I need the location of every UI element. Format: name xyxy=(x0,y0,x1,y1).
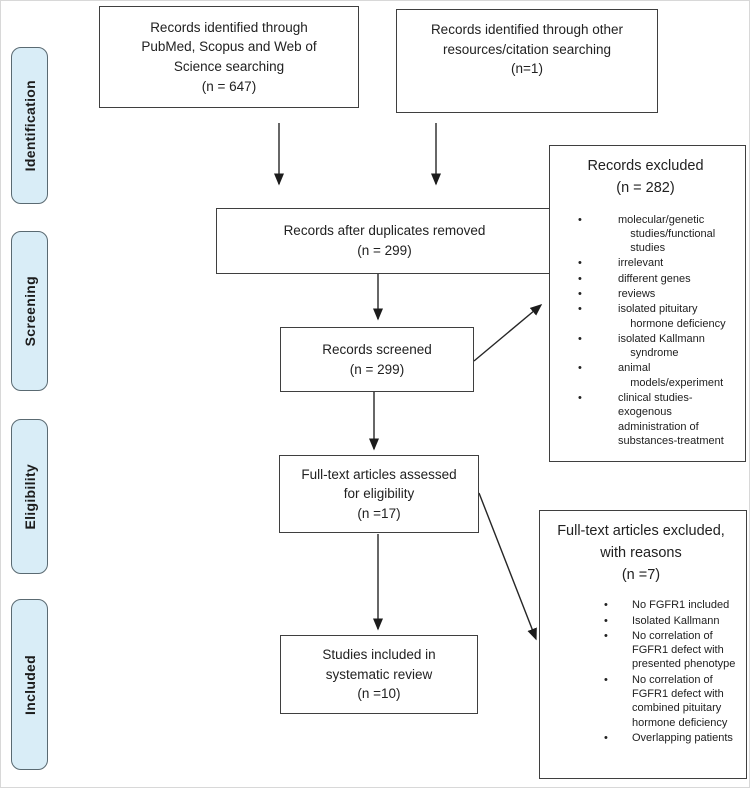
bullet-icon: • xyxy=(578,287,582,300)
list-item: •No correlation of FGFR1 defect with pre… xyxy=(600,629,738,672)
bullet-icon: • xyxy=(604,599,608,612)
box-records-identified-other: Records identified through other resourc… xyxy=(396,9,658,113)
list-item: •isolated pituitary hormone deficiency xyxy=(574,302,737,331)
fulltext-excluded-title: Full-text articles excluded, with reason… xyxy=(557,523,725,583)
arrow-screened-to-excluded xyxy=(473,304,543,362)
box-fulltext-assessed: Full-text articles assessed for eligibil… xyxy=(279,455,479,533)
bullet-icon: • xyxy=(578,213,582,226)
bullet-icon: • xyxy=(578,272,582,285)
box-records-excluded: Records excluded (n = 282) •molecular/ge… xyxy=(549,145,746,462)
list-item: •isolated Kallmann syndrome xyxy=(574,332,737,361)
stage-label: Eligibility xyxy=(21,463,38,530)
list-item: •molecular/genetic studies/functional st… xyxy=(574,213,737,256)
fulltext-excluded-list: •No FGFR1 included •Isolated Kallmann •N… xyxy=(540,598,742,745)
box-duplicates-removed: Records after duplicates removed (n = 29… xyxy=(216,208,553,274)
list-item: •clinical studies- exogenous administrat… xyxy=(574,391,737,448)
bullet-icon: • xyxy=(604,614,608,627)
list-item: •reviews xyxy=(574,287,737,301)
box-fulltext-excluded: Full-text articles excluded, with reason… xyxy=(539,510,747,779)
stage-label: Screening xyxy=(21,275,38,347)
stage-label: Included xyxy=(21,654,38,715)
records-excluded-list: •molecular/genetic studies/functional st… xyxy=(550,213,741,449)
bullet-icon: • xyxy=(604,629,608,642)
stage-screening: Screening xyxy=(11,231,48,391)
box-records-screened: Records screened (n = 299) xyxy=(280,327,474,392)
list-item: •irrelevant xyxy=(574,256,737,270)
list-item: •No FGFR1 included xyxy=(600,598,738,612)
stage-label: Identification xyxy=(21,79,38,172)
list-item: •Isolated Kallmann xyxy=(600,614,738,628)
bullet-icon: • xyxy=(578,257,582,270)
arrow-assessed-to-fulltext-excluded xyxy=(478,492,537,641)
box-studies-included: Studies included in systematic review (n… xyxy=(280,635,478,714)
bullet-icon: • xyxy=(604,673,608,686)
bullet-icon: • xyxy=(604,731,608,744)
bullet-icon: • xyxy=(578,303,582,316)
list-item: •No correlation of FGFR1 defect with com… xyxy=(600,673,738,730)
bullet-icon: • xyxy=(578,332,582,345)
stage-identification: Identification xyxy=(11,47,48,204)
bullet-icon: • xyxy=(578,362,582,375)
list-item: •different genes xyxy=(574,272,737,286)
list-item: •Overlapping patients xyxy=(600,731,738,745)
box-records-identified-databases: Records identified through PubMed, Scopu… xyxy=(99,6,359,108)
bullet-icon: • xyxy=(578,392,582,405)
stage-eligibility: Eligibility xyxy=(11,419,48,574)
records-excluded-title: Records excluded (n = 282) xyxy=(587,158,704,196)
stage-included: Included xyxy=(11,599,48,770)
list-item: •animal models/experiment xyxy=(574,361,737,390)
